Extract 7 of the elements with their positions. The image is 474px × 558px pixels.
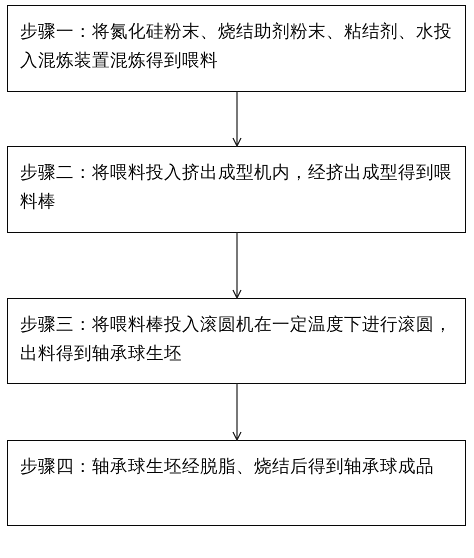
step-box: 步骤一：将氮化硅粉末、烧结助剂粉末、粘结剂、水投入混炼装置混炼得到喂料 bbox=[7, 5, 466, 92]
arrow bbox=[232, 92, 242, 147]
step-box: 步骤三：将喂料棒投入滚圆机在一定温度下进行滚圆，出料得到轴承球生坯 bbox=[7, 298, 466, 384]
arrow bbox=[232, 233, 242, 299]
arrow bbox=[232, 384, 242, 441]
step-box: 步骤四：轴承球生坯经脱脂、烧结后得到轴承球成品 bbox=[7, 440, 466, 526]
step-box: 步骤二：将喂料投入挤出成型机内，经挤出成型得到喂料棒 bbox=[7, 146, 466, 233]
